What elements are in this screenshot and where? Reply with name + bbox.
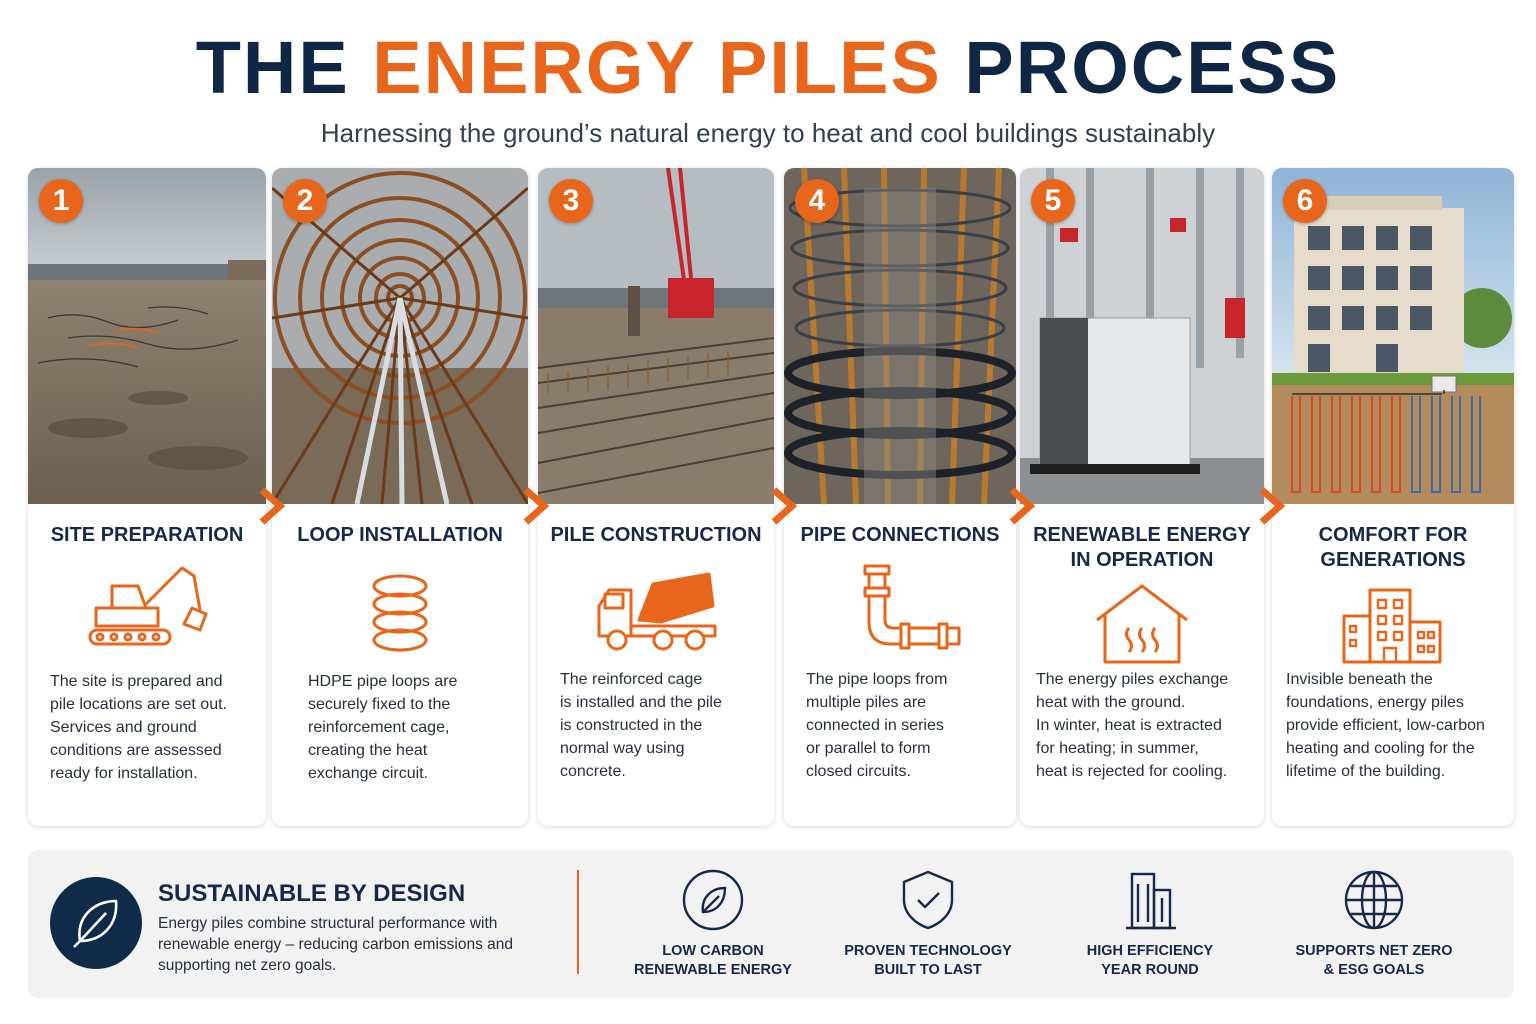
title-accent: ENERGY PILES (372, 26, 942, 109)
excavator-icon (82, 560, 212, 660)
chevron-right-icon (523, 487, 550, 525)
step-description: The pipe loops from multiple piles are c… (806, 671, 948, 780)
building-icon (1126, 872, 1176, 930)
step-description: Invisible beneath the foundations, energ… (1286, 671, 1485, 780)
feature-label: LOW CARBON RENEWABLE ENERGY (634, 943, 792, 978)
concrete-mixer-truck-icon (591, 560, 721, 660)
pipe-elbow-icon (835, 560, 965, 660)
buildings-icon (1328, 580, 1458, 666)
coil-loop-icon (335, 560, 465, 660)
process-steps: 1 SITE PREPARATION The site is prepared … (28, 168, 1514, 826)
chevron-right-icon (771, 487, 798, 525)
step-photo-loop-installation (272, 168, 528, 504)
step-description: HDPE pipe loops are securely fixed to th… (308, 673, 458, 782)
globe-icon (1344, 870, 1404, 930)
step-card-4: 4 PIPE CONNECTIONS The pipe loops from m… (784, 168, 1016, 826)
feature-high-efficiency: HIGH EFFICIENCY YEAR ROUND (1050, 868, 1250, 980)
page-title: THE ENERGY PILES PROCESS (195, 26, 1341, 109)
step-title: PIPE CONNECTIONS (800, 524, 1000, 546)
step-card-3: 3 PILE CONSTRUCTION The reinforced cage … (538, 168, 774, 826)
step-card-6: 6 COMFORT FOR GENERATIONS Invisible bene… (1272, 168, 1514, 826)
step-photo-renewable-energy (1020, 168, 1264, 504)
banner-description: Energy piles combine structural performa… (158, 915, 513, 974)
step-title: SITE PREPARATION (50, 524, 244, 546)
step-description: The energy piles exchange heat with the … (1036, 671, 1229, 780)
chevron-right-icon (1259, 487, 1286, 525)
shield-check-icon (902, 870, 954, 930)
chevron-right-icon (259, 487, 286, 525)
step-title: LOOP INSTALLATION (297, 524, 503, 546)
feature-net-zero: SUPPORTS NET ZERO & ESG GOALS (1274, 868, 1474, 980)
step-title: COMFORT FOR GENERATIONS (1318, 524, 1468, 571)
step-title: RENEWABLE ENERGY IN OPERATION (1033, 524, 1251, 571)
step-description: The site is prepared and pile locations … (50, 673, 227, 782)
house-heat-icon (1077, 580, 1207, 666)
sustainability-banner: SUSTAINABLE BY DESIGN Energy piles combi… (28, 850, 1514, 998)
step-photo-pipe-connections (784, 168, 1016, 504)
step-number-badge: 6 (1283, 179, 1327, 223)
leaf-circle-icon (682, 869, 744, 931)
banner-divider (577, 870, 579, 974)
step-number-badge: 2 (283, 179, 327, 223)
leaf-icon (50, 877, 142, 969)
step-description: The reinforced cage is installed and the… (560, 671, 722, 780)
chevron-right-icon (1009, 487, 1036, 525)
step-card-2: 2 LOOP INSTALLATION HDPE pipe loops are … (272, 168, 528, 826)
banner-title: SUSTAINABLE BY DESIGN (158, 880, 466, 907)
page-subtitle: Harnessing the ground’s natural energy t… (320, 118, 1216, 148)
step-number-badge: 3 (549, 179, 593, 223)
step-card-1: 1 SITE PREPARATION The site is prepared … (28, 168, 266, 826)
step-number-badge: 5 (1031, 179, 1075, 223)
feature-low-carbon: LOW CARBON RENEWABLE ENERGY (613, 868, 813, 980)
step-photo-site-preparation (28, 168, 266, 504)
step-number-badge: 1 (39, 179, 83, 223)
feature-label: SUPPORTS NET ZERO & ESG GOALS (1295, 943, 1453, 978)
feature-label: PROVEN TECHNOLOGY BUILT TO LAST (844, 943, 1012, 978)
step-card-5: 5 RENEWABLE ENERGY IN OPERATION The ener… (1020, 168, 1264, 826)
feature-proven-technology: PROVEN TECHNOLOGY BUILT TO LAST (828, 868, 1028, 980)
step-title: PILE CONSTRUCTION (550, 524, 762, 546)
step-number-badge: 4 (795, 179, 839, 223)
feature-label: HIGH EFFICIENCY YEAR ROUND (1086, 943, 1214, 978)
